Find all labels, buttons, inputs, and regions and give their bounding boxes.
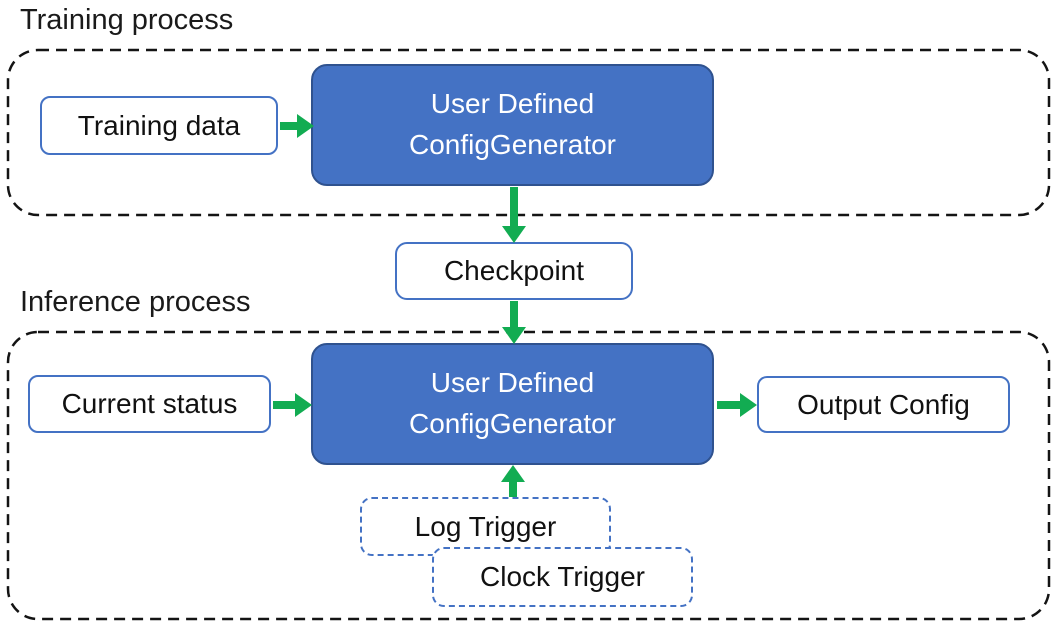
generator-label-line1: User Defined	[430, 367, 595, 399]
generator-label-line2: ConfigGenerator	[408, 408, 616, 439]
checkpoint-label: Checkpoint	[443, 255, 585, 286]
arrow-up-icon-triggers-to-generator	[501, 465, 525, 497]
clock-trigger-box: Clock Trigger	[432, 547, 693, 607]
checkpoint-box: Checkpoint	[395, 242, 633, 300]
training-process-title: Training process	[20, 4, 234, 36]
inference-process-title: Inference process	[20, 286, 251, 318]
generator-label-line1: User Defined	[430, 88, 595, 120]
training-config-generator-label: User Defined ConfigGenerator	[409, 84, 616, 165]
log-trigger-label: Log Trigger	[414, 510, 557, 542]
output-config-label: Output Config	[797, 388, 970, 420]
output-config-box: Output Config	[757, 376, 1010, 433]
current-status-box: Current status	[28, 375, 271, 433]
training-config-generator-box: User Defined ConfigGenerator	[311, 64, 714, 186]
clock-trigger-label: Clock Trigger	[480, 561, 645, 592]
arrow-right-icon-generator-to-output-config	[717, 393, 757, 417]
arrow-down-icon-generator-to-checkpoint	[502, 187, 526, 243]
arrow-right-icon-training-data-to-generator	[280, 114, 314, 138]
generator-label-line2: ConfigGenerator	[408, 129, 616, 160]
training-data-label: Training data	[77, 109, 241, 141]
arrow-down-icon-checkpoint-to-inference-generator	[502, 301, 526, 344]
training-data-box: Training data	[40, 96, 278, 155]
inference-config-generator-label: User Defined ConfigGenerator	[409, 363, 616, 444]
arrow-right-icon-current-status-to-generator	[273, 393, 312, 417]
current-status-label: Current status	[61, 388, 238, 419]
inference-config-generator-box: User Defined ConfigGenerator	[311, 343, 714, 465]
